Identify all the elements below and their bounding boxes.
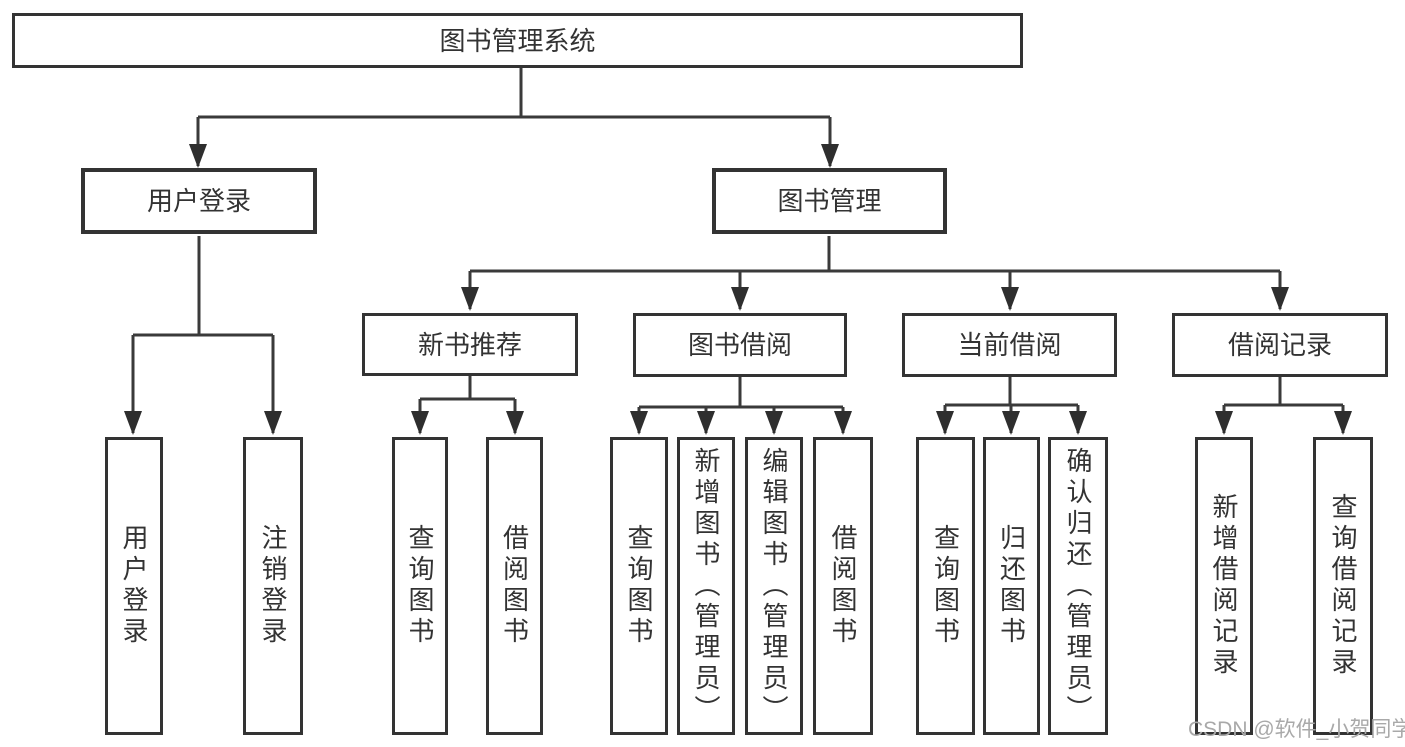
leaf-bb-query-books: 查询图书 bbox=[610, 437, 668, 735]
leaf-br-query-record-label: 查询借阅记录 bbox=[1328, 493, 1358, 679]
node-book-mgmt: 图书管理 bbox=[712, 168, 947, 234]
node-book-borrow: 图书借阅 bbox=[633, 313, 847, 377]
edge-user-login-trunk bbox=[133, 236, 273, 337]
leaf-user-login: 用户登录 bbox=[105, 437, 163, 735]
csdn-watermark: CSDN @软件_小贺同学 bbox=[1188, 718, 1405, 741]
node-book-borrow-label: 图书借阅 bbox=[687, 330, 792, 360]
edge-new-book-rec-trunk bbox=[420, 376, 515, 401]
node-new-book-rec: 新书推荐 bbox=[362, 313, 578, 376]
leaf-br-query-record: 查询借阅记录 bbox=[1313, 437, 1373, 735]
node-new-book-rec-label: 新书推荐 bbox=[417, 329, 522, 360]
leaf-br-add-record: 新增借阅记录 bbox=[1195, 437, 1253, 735]
leaf-nbr-borrow-books-label: 借阅图书 bbox=[499, 524, 530, 648]
node-user-login-label: 用户登录 bbox=[146, 186, 251, 216]
node-user-login: 用户登录 bbox=[81, 168, 317, 234]
leaf-nbr-borrow-books: 借阅图书 bbox=[486, 437, 543, 735]
leaf-nbr-query-books-label: 查询图书 bbox=[405, 524, 435, 648]
leaf-bb-borrow-books-label: 借阅图书 bbox=[828, 524, 858, 648]
leaf-br-add-record-label: 新增借阅记录 bbox=[1209, 493, 1239, 679]
node-root-label: 图书管理系统 bbox=[439, 25, 596, 56]
node-borrow-record-label: 借阅记录 bbox=[1227, 330, 1332, 360]
leaf-logout: 注销登录 bbox=[243, 437, 303, 735]
edge-book-mgmt-trunk bbox=[470, 236, 1280, 273]
leaf-cb-confirm-return-admin-label: 确认归还（管理员） bbox=[1063, 446, 1093, 726]
edge-borrow-record-trunk bbox=[1224, 377, 1343, 407]
leaf-nbr-query-books: 查询图书 bbox=[392, 437, 448, 735]
leaf-bb-edit-books-admin-label: 编辑图书（管理员） bbox=[759, 446, 789, 726]
edge-current-borrow-trunk bbox=[945, 377, 1078, 407]
edge-root-trunk bbox=[198, 68, 830, 119]
leaf-bb-query-books-label: 查询图书 bbox=[624, 524, 654, 648]
node-borrow-record: 借阅记录 bbox=[1172, 313, 1388, 377]
edge-book-borrow-trunk bbox=[639, 377, 843, 409]
leaf-cb-query-books-label: 查询图书 bbox=[930, 524, 961, 648]
leaf-cb-query-books: 查询图书 bbox=[916, 437, 975, 735]
node-root-system: 图书管理系统 bbox=[12, 13, 1023, 68]
node-current-borrow: 当前借阅 bbox=[902, 313, 1117, 377]
leaf-bb-add-books-admin-label: 新增图书（管理员） bbox=[691, 446, 721, 726]
leaf-cb-return-books-label: 归还图书 bbox=[996, 524, 1027, 648]
leaf-user-login-label: 用户登录 bbox=[119, 524, 149, 648]
leaf-bb-edit-books-admin: 编辑图书（管理员） bbox=[745, 437, 803, 735]
leaf-bb-add-books-admin: 新增图书（管理员） bbox=[677, 437, 735, 735]
leaf-cb-confirm-return-admin: 确认归还（管理员） bbox=[1048, 437, 1108, 735]
leaf-cb-return-books: 归还图书 bbox=[983, 437, 1040, 735]
node-book-mgmt-label: 图书管理 bbox=[777, 186, 882, 216]
leaf-bb-borrow-books: 借阅图书 bbox=[813, 437, 873, 735]
leaf-logout-label: 注销登录 bbox=[258, 524, 288, 648]
node-current-borrow-label: 当前借阅 bbox=[957, 330, 1062, 360]
